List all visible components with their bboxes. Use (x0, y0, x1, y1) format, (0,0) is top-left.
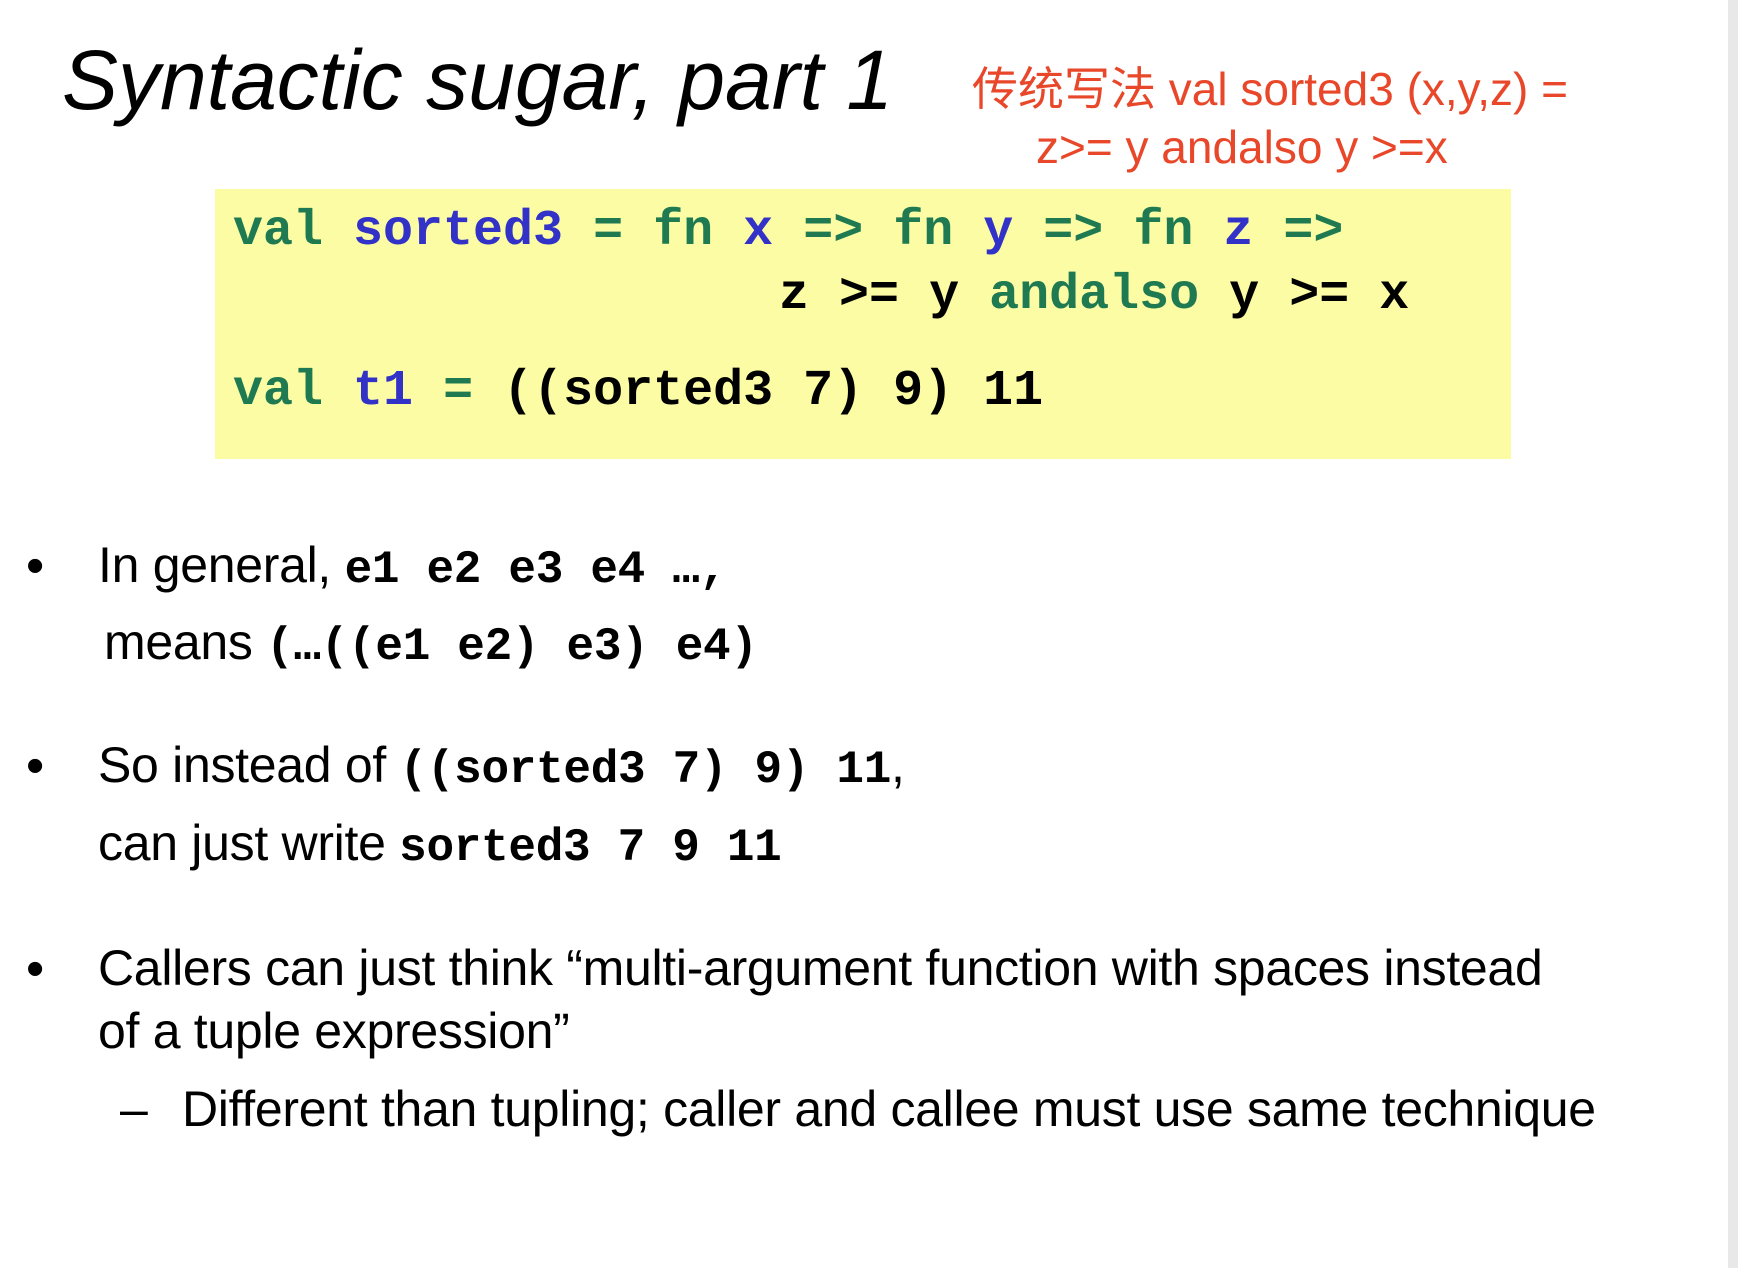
inline-code: (…((e1 e2) e3) e4) (266, 621, 758, 673)
code-token: t1 (353, 363, 414, 420)
bullet-text: can just write (98, 815, 400, 871)
sub-bullet-text: Different than tupling; caller and calle… (182, 1081, 1596, 1137)
annotation-line-1: 传统写法 val sorted3 (x,y,z) = (972, 63, 1569, 115)
code-token: => (803, 203, 864, 260)
bullet-marker: • (26, 737, 45, 795)
code-token: = (593, 203, 624, 260)
bullet-3-line-1: Callers can just think “multi-argument f… (98, 940, 1543, 996)
code-token: x (743, 203, 774, 260)
bullet-text: , (891, 737, 905, 793)
code-token: sorted3 (353, 203, 564, 260)
bullet-text: means (104, 614, 267, 670)
code-line-3: val t1 = ((sorted3 7) 9) 11 (233, 367, 1043, 417)
bullet-marker: • (26, 940, 45, 998)
slide-title: Syntactic sugar, part 1 (62, 33, 894, 127)
bullet-text: So instead of (98, 737, 400, 793)
code-token: fn (653, 203, 714, 260)
code-block: val sorted3 = fn x => fn y => fn z => z … (215, 189, 1511, 459)
inline-code: ((sorted3 7) 9) 11 (399, 744, 892, 796)
code-token: y (929, 267, 960, 324)
code-token: z (1223, 203, 1254, 260)
inline-code: e1 e2 e3 e4 …, (344, 544, 728, 596)
annotation-line-2: z>= y andalso y >=x (1036, 121, 1448, 173)
code-token: >= (839, 267, 900, 324)
code-token: ((sorted3 7) 9) 11 (503, 363, 1044, 420)
code-token: => (1043, 203, 1104, 260)
bullet-2-line-1: So instead of ((sorted3 7) 9) 11, (98, 740, 905, 793)
bullet-2-line-2: can just write sorted3 7 9 11 (98, 815, 782, 874)
code-token: = (443, 363, 474, 420)
code-token: => (1283, 203, 1344, 260)
code-token: val (233, 363, 324, 420)
code-token: >= (1289, 267, 1350, 324)
code-line-2: z >= y andalso y >= x (779, 271, 1409, 321)
code-token: fn (893, 203, 954, 260)
bullet-marker: • (26, 537, 45, 595)
inline-code: sorted3 7 9 11 (399, 822, 782, 874)
bullet-1-line-2: means (…((e1 e2) e3) e4) (104, 617, 758, 670)
code-token: x (1379, 267, 1410, 324)
sub-bullet-marker: – (120, 1081, 148, 1137)
code-token: y (1229, 267, 1260, 324)
code-token: fn (1133, 203, 1194, 260)
bullet-1-line-1: In general, e1 e2 e3 e4 …, (98, 540, 727, 593)
code-token: z (779, 267, 810, 324)
code-token: andalso (989, 267, 1200, 324)
code-token: val (233, 203, 324, 260)
bullet-3-line-2: of a tuple expression” (98, 1003, 570, 1059)
code-line-1: val sorted3 = fn x => fn y => fn z => (233, 207, 1343, 257)
window-edge (1728, 0, 1738, 1268)
code-token: y (983, 203, 1014, 260)
bullet-text: In general, (98, 537, 345, 593)
